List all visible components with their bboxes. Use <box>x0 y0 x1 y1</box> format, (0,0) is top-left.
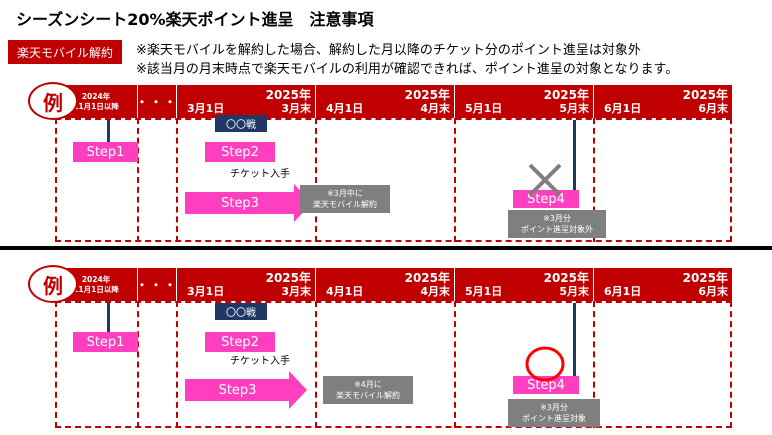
cancel-note: ※4月に 楽天モバイル解約 <box>323 376 413 404</box>
result-note-line1: ※3月分 <box>543 214 571 223</box>
month-year: 2025年 <box>404 88 450 102</box>
divider <box>454 118 456 242</box>
header-cell-june: 2025年 6月1日 6月末 <box>594 268 732 301</box>
timeline-body <box>55 118 732 242</box>
divider <box>315 118 317 242</box>
step3-arrow-body: Step3 <box>185 192 295 214</box>
month-end: 4月末 <box>420 102 450 115</box>
header-cell-may: 2025年 5月1日 5月末 <box>455 268 593 301</box>
divider <box>137 118 139 242</box>
start-date: 11月1日以降 <box>73 284 119 294</box>
step1-connector <box>107 120 110 142</box>
section-divider <box>0 246 772 250</box>
header-cell-ellipsis: ・・・ <box>136 95 179 109</box>
step1-connector <box>107 303 110 333</box>
divider <box>454 301 456 428</box>
month-end: 3月末 <box>281 285 311 298</box>
cancel-note: ※3月中に 楽天モバイル解約 <box>300 185 390 213</box>
month-start: 3月1日 <box>187 102 225 115</box>
month-year: 2025年 <box>543 271 589 285</box>
cancellation-badge: 楽天モバイル解約 <box>8 40 122 64</box>
month-end: 6月末 <box>698 285 728 298</box>
header-cell-ellipsis: ・・・ <box>136 278 179 292</box>
cancel-note-line2: 楽天モバイル解約 <box>336 391 400 400</box>
month-start: 6月1日 <box>604 102 642 115</box>
month-start: 3月1日 <box>187 285 225 298</box>
step4-connector <box>573 303 576 377</box>
timeline-body <box>55 301 732 428</box>
month-year: 2025年 <box>543 88 589 102</box>
month-year: 2025年 <box>265 88 311 102</box>
example-label: 例 <box>28 82 78 120</box>
header-cell-may: 2025年 5月1日 5月末 <box>455 85 593 118</box>
header-cell-april: 2025年 4月1日 4月末 <box>316 268 454 301</box>
month-end: 5月末 <box>559 102 589 115</box>
divider <box>176 301 178 428</box>
month-start: 4月1日 <box>326 102 364 115</box>
step2-box: Step2 <box>205 142 275 162</box>
month-end: 3月末 <box>281 102 311 115</box>
month-start: 5月1日 <box>465 102 503 115</box>
month-year: 2025年 <box>404 271 450 285</box>
result-note-line2: ポイント進呈対象 <box>522 414 586 423</box>
header-cell-march: 2025年 3月1日 3月末 <box>177 268 315 301</box>
example-label: 例 <box>28 265 78 303</box>
cancel-note-line1: ※4月に <box>354 380 382 389</box>
start-year: 2024年 <box>81 274 111 284</box>
month-start: 6月1日 <box>604 285 642 298</box>
result-note: ※3月分 ポイント進呈対象 <box>508 399 600 427</box>
cancel-note-line2: 楽天モバイル解約 <box>313 200 377 209</box>
header-cell-june: 2025年 6月1日 6月末 <box>594 85 732 118</box>
result-note: ※3月分 ポイント進呈対象外 <box>508 210 606 238</box>
start-year: 2024年 <box>81 91 111 101</box>
step4-connector <box>573 120 576 200</box>
month-year: 2025年 <box>682 88 728 102</box>
step2-box: Step2 <box>205 332 275 352</box>
divider <box>176 118 178 242</box>
cancel-note-line1: ※3月中に <box>327 189 363 198</box>
note-line-1: ※楽天モバイルを解約した場合、解約した月以降のチケット分のポイント進呈は対象外 <box>136 43 641 58</box>
result-note-line2: ポイント進呈対象外 <box>521 225 593 234</box>
header-cell-march: 2025年 3月1日 3月末 <box>177 85 315 118</box>
ticket-label: チケット入手 <box>230 169 290 180</box>
game-label: 〇〇戦 <box>215 115 267 132</box>
month-start: 4月1日 <box>326 285 364 298</box>
game-label: 〇〇戦 <box>215 303 267 320</box>
header-cell-april: 2025年 4月1日 4月末 <box>316 85 454 118</box>
step3-arrow-head <box>289 371 307 409</box>
note-line-2: ※該当月の月末時点で楽天モバイルの利用が確認できれば、ポイント進呈の対象となりま… <box>136 62 679 77</box>
start-date: 11月1日以降 <box>73 101 119 111</box>
divider <box>137 301 139 428</box>
month-start: 5月1日 <box>465 285 503 298</box>
divider <box>593 118 595 242</box>
result-note-line1: ※3月分 <box>540 403 568 412</box>
step1-box: Step1 <box>73 142 138 162</box>
month-end: 5月末 <box>559 285 589 298</box>
step3-arrow-body: Step3 <box>185 379 290 401</box>
month-year: 2025年 <box>682 271 728 285</box>
month-end: 6月末 <box>698 102 728 115</box>
step1-box: Step1 <box>73 332 138 352</box>
divider <box>593 301 595 428</box>
page-title: シーズンシート20%楽天ポイント進呈 注意事項 <box>16 10 374 29</box>
month-year: 2025年 <box>265 271 311 285</box>
ticket-label: チケット入手 <box>230 356 290 367</box>
cross-icon <box>528 163 562 197</box>
step4-box: Step4 <box>513 376 579 394</box>
month-end: 4月末 <box>420 285 450 298</box>
circle-icon <box>525 346 565 382</box>
divider <box>315 301 317 428</box>
